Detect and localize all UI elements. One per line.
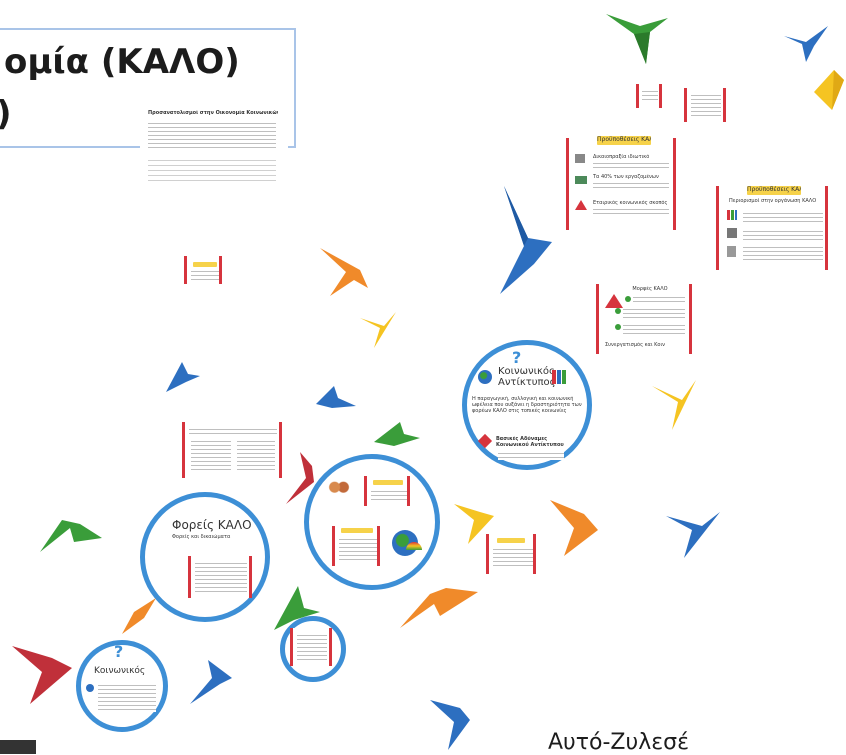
- forms-lines-1: [633, 294, 685, 302]
- origami-bird-red-bottom: [12, 646, 72, 704]
- origami-bird-blue-top: [784, 26, 828, 62]
- impact-question-mark: ?: [512, 348, 522, 367]
- bottom-center-tag: [497, 538, 525, 543]
- limits-lines-3: [743, 244, 823, 262]
- alert-icon: [605, 294, 623, 308]
- document-heading: Προσανατολισμοί στην Οικονομία Κοινωνικώ…: [148, 110, 278, 116]
- rainbow-icon: [406, 542, 422, 550]
- condition-lines-3: [593, 206, 669, 216]
- limits-subtitle: Περιορισμοί στην οργάνωση ΚΑΛΟ: [729, 198, 817, 204]
- impact-subtitle: Βασικές Αδύναμες Κοινωνικού Αντίκτυπου: [496, 436, 564, 448]
- check-icon: [615, 324, 621, 330]
- globe-icon: [86, 684, 94, 692]
- foreis-title: Φορείς ΚΑΛΟ: [172, 518, 252, 532]
- bottom-left-bar: [0, 740, 36, 754]
- workshop-frame[interactable]: [182, 422, 282, 478]
- limits-lines-2: [743, 228, 823, 240]
- mini-frame-2[interactable]: [684, 88, 726, 122]
- side-frame[interactable]: [184, 256, 222, 284]
- conditions-tag: Προϋποθέσεις ΚΑΛΟ: [597, 136, 651, 145]
- members-tag-1: [373, 480, 403, 485]
- truck-icon: [575, 176, 587, 184]
- document-icon: [727, 246, 736, 257]
- origami-bird-orange-right: [550, 500, 598, 556]
- impact-lines: [498, 450, 564, 460]
- members-frame-1[interactable]: [364, 476, 410, 506]
- members-lines-1: [371, 488, 407, 500]
- workshop-lines-1: [189, 426, 277, 434]
- origami-bird-blue-center: [500, 186, 552, 294]
- mini-frame-1[interactable]: [636, 84, 662, 108]
- origami-bird-orange-small: [122, 598, 156, 634]
- members-circle[interactable]: [304, 454, 440, 590]
- bottom-right-heading: Αυτό-Ζυλεσέ: [548, 730, 689, 755]
- limits-frame[interactable]: Προϋποθέσεις ΚΑΛΟ Περιορισμοί στην οργάν…: [716, 186, 828, 270]
- bottom-center-frame[interactable]: [486, 534, 536, 574]
- document-table: [148, 156, 276, 184]
- origami-bird-yellow-1: [360, 312, 396, 348]
- forms-frame[interactable]: Μορφές ΚΑΛΟ Συνεργατισμός και ΚοινΣΕΠ: [596, 284, 692, 354]
- bottom-question-mark: ?: [114, 642, 124, 661]
- people-icon: [328, 480, 350, 498]
- impact-circle[interactable]: [462, 340, 592, 470]
- foreis-subtitle: Φορείς και δικαιώματα: [172, 534, 231, 540]
- check-icon: [615, 308, 621, 314]
- condition-lines-1: [593, 160, 669, 168]
- origami-bird-blue-left: [166, 362, 200, 392]
- origami-bird-yellow-2: [454, 504, 494, 544]
- origami-bird-green-left: [40, 520, 102, 552]
- condition-lines-2: [593, 180, 669, 190]
- workshop-lines-3: [237, 438, 275, 470]
- condition-item-2: Τα 40% των εργαζομένων: [593, 174, 659, 180]
- origami-bird-blue-bottom: [190, 660, 232, 704]
- limits-lines-1: [743, 210, 823, 224]
- forms-title: Μορφές ΚΑΛΟ: [632, 286, 668, 292]
- side-frame-lines: [191, 268, 219, 280]
- origami-bird-blue-2: [316, 386, 356, 408]
- presentation-title: ομία (ΚΑΛΟ): [4, 42, 240, 82]
- foreis-inner-lines: [195, 560, 247, 592]
- workshop-lines-2: [191, 438, 231, 470]
- small-circle-frame[interactable]: [290, 628, 332, 666]
- impact-title: Κοινωνικός Αντίκτυπος: [498, 366, 556, 388]
- origami-bird-orange-bottom: [400, 588, 478, 628]
- building-icon: [727, 228, 737, 238]
- bottom-left-lines: [98, 682, 156, 712]
- small-circle-lines: [297, 632, 327, 660]
- origami-bird-blue-right: [666, 512, 720, 558]
- forms-footer: Συνεργατισμός και ΚοινΣΕΠ: [605, 342, 665, 348]
- origami-bird-orange-1: [320, 248, 368, 296]
- origami-bird-green-bottom: [274, 586, 320, 630]
- members-lines-2: [339, 536, 377, 560]
- members-tag-2: [341, 528, 373, 533]
- mini-frame-lines: [691, 92, 721, 116]
- globe-icon: [478, 370, 492, 384]
- origami-bird-red-center: [286, 452, 314, 504]
- limits-tag: Προϋποθέσεις ΚΑΛΟ: [747, 186, 801, 195]
- impact-body: Η παραγωγική, συλλογική και κοινωνική ωφ…: [472, 396, 582, 414]
- members-frame-2[interactable]: [332, 526, 380, 566]
- side-frame-tag: [193, 262, 217, 267]
- check-icon: [625, 296, 631, 302]
- bottom-left-title: Κοινωνικός: [94, 666, 146, 676]
- document-text-lines: [148, 120, 276, 150]
- forms-lines-2: [623, 306, 685, 320]
- origami-bird-yellow-right: [652, 380, 696, 430]
- mini-frame-lines: [642, 88, 658, 102]
- forms-lines-3: [623, 322, 685, 336]
- document-thumbnail[interactable]: Προσανατολισμοί στην Οικονομία Κοινωνικώ…: [140, 104, 288, 194]
- chart-icon: [552, 370, 566, 384]
- chart-icon: [727, 210, 737, 220]
- presentation-title-cont: ): [0, 94, 12, 134]
- conditions-frame[interactable]: Προϋποθέσεις ΚΑΛΟ Δικαιοπραξία ιδιωτικό …: [566, 136, 676, 230]
- origami-bird-green-2: [374, 422, 420, 446]
- foreis-inner-frame[interactable]: [188, 556, 252, 598]
- origami-bird-blue-bottom-2: [430, 700, 470, 750]
- bottom-center-lines: [493, 546, 533, 568]
- condition-item-3: Εταιρικός κοινωνικός σκοπός: [593, 200, 668, 206]
- origami-bird-green-top: [606, 14, 668, 64]
- house-icon: [575, 154, 585, 163]
- warning-icon: [575, 200, 587, 210]
- origami-bird-yellow-top: [814, 70, 844, 110]
